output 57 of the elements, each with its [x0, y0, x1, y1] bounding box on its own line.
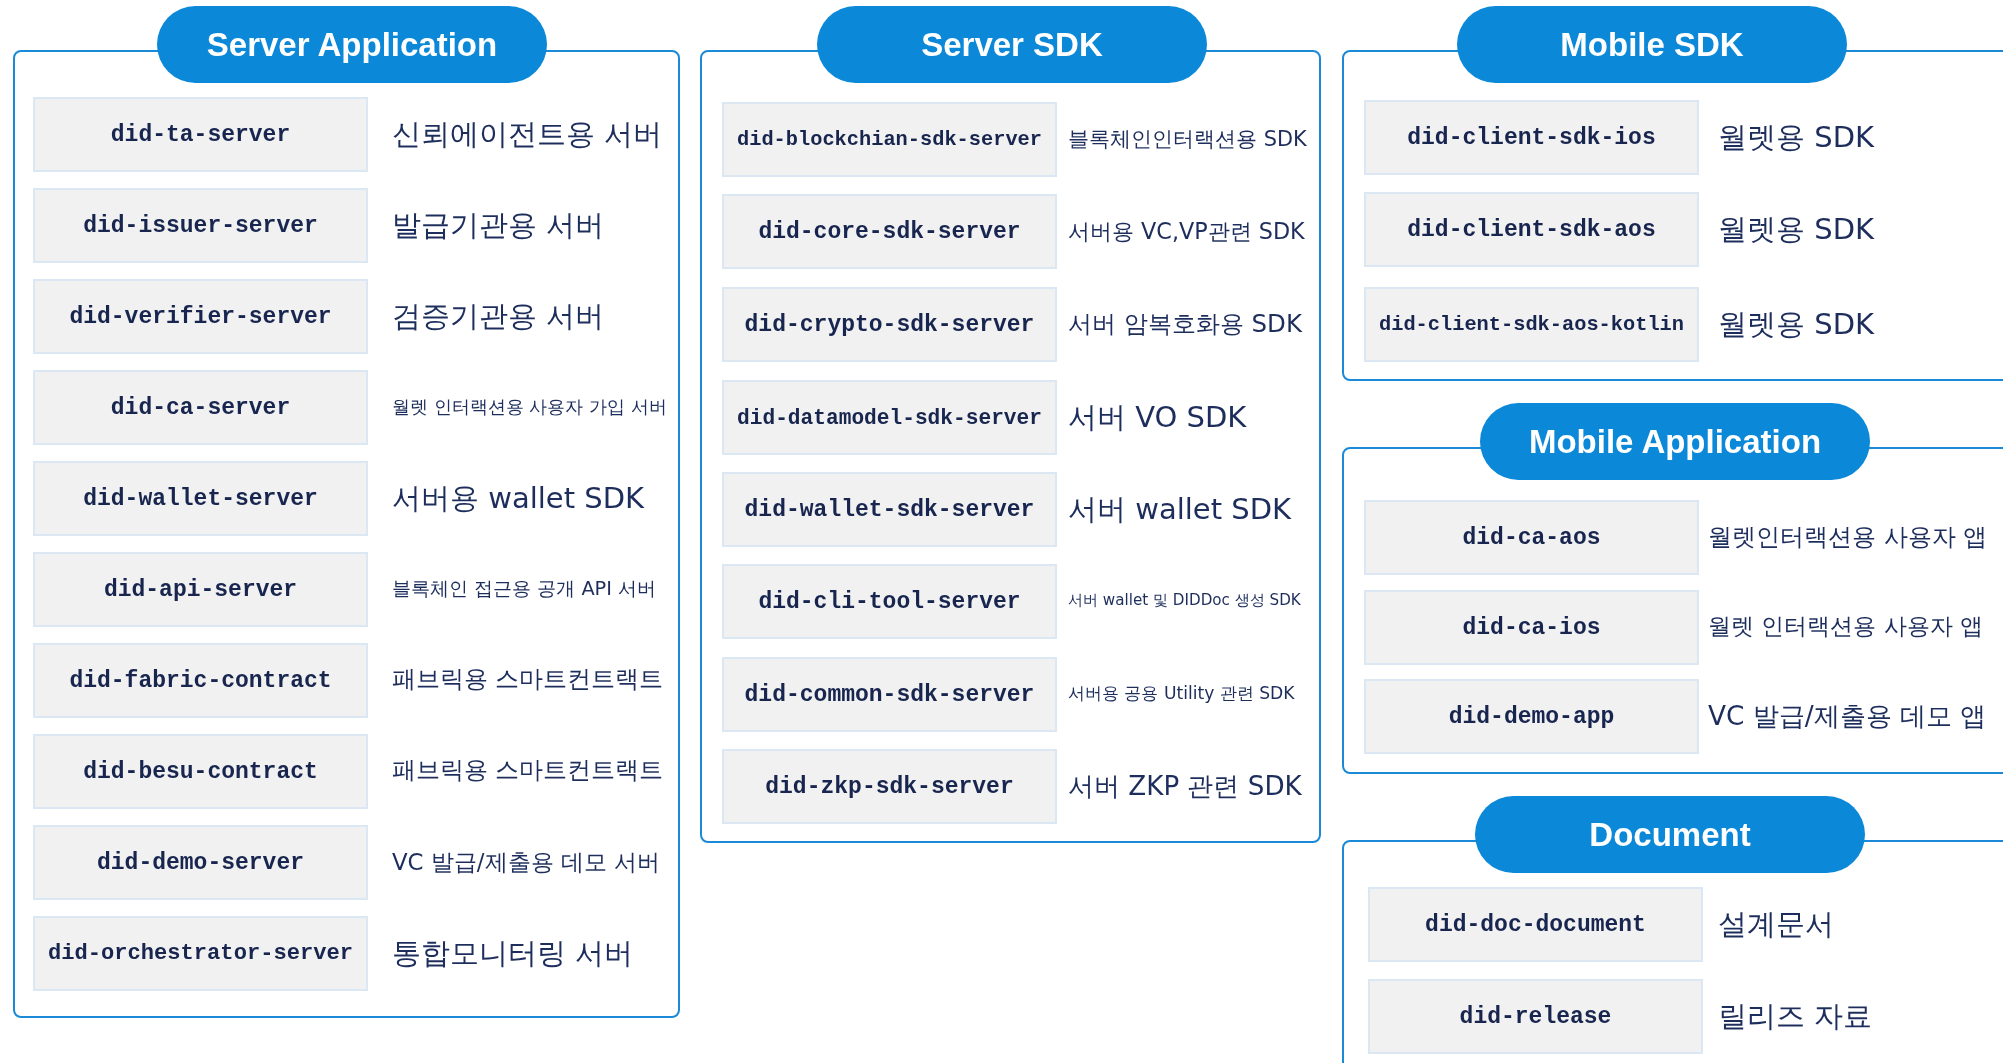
description-text: 월렛인터랙션용 사용자 앱: [1708, 524, 1988, 550]
repo-box: did-ca-ios: [1364, 590, 1699, 665]
description-text: 패브릭용 스마트컨트랙트: [392, 668, 664, 692]
description-text: 월렛용 SDK: [1718, 309, 1874, 339]
repo-box: did-common-sdk-server: [722, 657, 1057, 732]
description-text: VC 발급/제출용 데모 서버: [392, 850, 661, 874]
description-text: 설계문서: [1718, 909, 1834, 939]
repo-box: did-datamodel-sdk-server: [722, 380, 1057, 455]
heading-pill: Mobile Application: [1480, 403, 1870, 480]
description-text: 월렛용 SDK: [1718, 122, 1874, 152]
description-text: 월렛용 SDK: [1718, 214, 1874, 244]
description-text: 릴리즈 자료: [1718, 1001, 1873, 1031]
repo-box: did-crypto-sdk-server: [722, 287, 1057, 362]
repo-box: did-ca-aos: [1364, 500, 1699, 575]
heading-pill: Mobile SDK: [1457, 6, 1847, 83]
repo-box: did-ta-server: [33, 97, 368, 172]
repo-box: did-wallet-server: [33, 461, 368, 536]
description-text: 월렛 인터랙션용 사용자 가입 서버: [392, 398, 667, 416]
heading-pill: Server Application: [157, 6, 547, 83]
repo-box: did-orchestrator-server: [33, 916, 368, 991]
repo-box: did-core-sdk-server: [722, 194, 1057, 269]
repo-box: did-blockchian-sdk-server: [722, 102, 1057, 177]
description-text: 서버 wallet SDK: [1068, 494, 1291, 524]
description-text: 서버 암복호화용 SDK: [1068, 311, 1302, 337]
repo-box: did-client-sdk-aos-kotlin: [1364, 287, 1699, 362]
repo-box: did-zkp-sdk-server: [722, 749, 1057, 824]
description-text: 검증기관용 서버: [392, 301, 605, 331]
description-text: 서버용 공용 Utility 관련 SDK: [1068, 685, 1295, 703]
heading-pill: Document: [1475, 796, 1865, 873]
description-text: VC 발급/제출용 데모 앱: [1708, 702, 1987, 730]
repo-box: did-cli-tool-server: [722, 564, 1057, 639]
description-text: 패브릭용 스마트컨트랙트: [392, 759, 664, 783]
repo-box: did-besu-contract: [33, 734, 368, 809]
description-text: 블록체인인터랙션용 SDK: [1068, 128, 1307, 150]
repo-box: did-client-sdk-aos: [1364, 192, 1699, 267]
description-text: 통합모니터링 서버: [392, 938, 634, 968]
description-text: 서버용 wallet SDK: [392, 483, 644, 513]
heading-pill: Server SDK: [817, 6, 1207, 83]
repo-box: did-wallet-sdk-server: [722, 472, 1057, 547]
repo-box: did-demo-server: [33, 825, 368, 900]
description-text: 서버 wallet 및 DIDDoc 생성 SDK: [1068, 593, 1301, 609]
repo-box: did-release: [1368, 979, 1703, 1054]
repo-box: did-verifier-server: [33, 279, 368, 354]
repo-box: did-issuer-server: [33, 188, 368, 263]
description-text: 신뢰에이전트용 서버: [392, 119, 663, 149]
description-text: 블록체인 접근용 공개 API 서버: [392, 579, 657, 599]
repo-box: did-demo-app: [1364, 679, 1699, 754]
description-text: 서버 ZKP 관련 SDK: [1068, 772, 1302, 800]
repo-box: did-api-server: [33, 552, 368, 627]
repo-box: did-client-sdk-ios: [1364, 100, 1699, 175]
repo-box: did-fabric-contract: [33, 643, 368, 718]
description-text: 월렛 인터랙션용 사용자 앱: [1708, 615, 1984, 639]
repo-box: did-ca-server: [33, 370, 368, 445]
description-text: 서버 VO SDK: [1068, 402, 1247, 432]
description-text: 발급기관용 서버: [392, 210, 605, 240]
repo-box: did-doc-document: [1368, 887, 1703, 962]
description-text: 서버용 VC,VP관련 SDK: [1068, 219, 1305, 243]
